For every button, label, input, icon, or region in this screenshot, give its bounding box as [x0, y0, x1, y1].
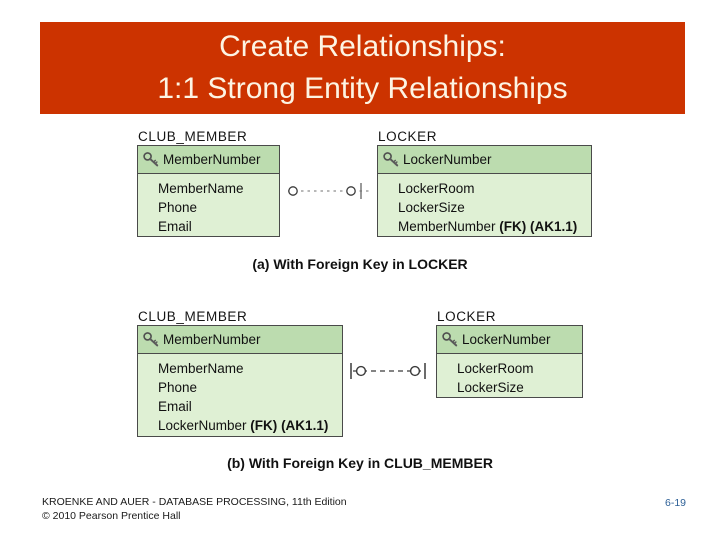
- diagram-b-caption: (b) With Foreign Key in CLUB_MEMBER: [227, 455, 493, 471]
- diagram-a-relationship-connector: [280, 180, 374, 202]
- diagram-a-right-entity-header: LockerNumber: [378, 146, 591, 174]
- diagram-a-left-entity-header: MemberNumber: [138, 146, 279, 174]
- slide-title-banner: Create Relationships: 1:1 Strong Entity …: [40, 22, 685, 114]
- diagram-b-left-entity-header: MemberNumber: [138, 326, 342, 354]
- diagram-a-caption: (a) With Foreign Key in LOCKER: [252, 256, 468, 272]
- diagram-a-left-entity-primary-key: MemberNumber: [163, 152, 261, 167]
- attribute-row: Email: [158, 399, 192, 414]
- attribute-row: MemberName: [158, 361, 244, 376]
- diagram-b-left-entity-attributes: MemberName Phone Email LockerNumber (FK)…: [138, 354, 342, 441]
- diagram-a-entity-locker: LockerNumber LockerRoom LockerSize Membe…: [377, 145, 592, 237]
- attribute-row: MemberNumber (FK) (AK1.1): [398, 219, 578, 234]
- slide-title-line-1: Create Relationships:: [219, 30, 506, 63]
- figure-area: CLUB_MEMBER MemberNumber MemberName Phon…: [0, 118, 720, 483]
- diagram-a-right-entity-label: LOCKER: [378, 129, 438, 144]
- footer-credit-line-2: © 2010 Pearson Prentice Hall: [42, 510, 181, 522]
- diagram-b-right-entity-header: LockerNumber: [437, 326, 582, 354]
- slide-footer: KROENKE AND AUER - DATABASE PROCESSING, …: [0, 492, 720, 540]
- attribute-row: LockerRoom: [398, 181, 475, 196]
- key-icon: [143, 152, 160, 167]
- slide-title-line-2: 1:1 Strong Entity Relationships: [157, 72, 568, 105]
- diagram-a-left-entity-label: CLUB_MEMBER: [138, 129, 248, 144]
- diagram-b-entity-locker: LockerNumber LockerRoom LockerSize: [436, 325, 583, 398]
- diagram-b-right-entity-label: LOCKER: [437, 309, 497, 324]
- attribute-row: LockerNumber (FK) (AK1.1): [158, 418, 329, 433]
- key-icon: [442, 332, 459, 347]
- diagram-b: CLUB_MEMBER MemberNumber MemberName Phon…: [0, 298, 720, 483]
- diagram-b-left-entity-label: CLUB_MEMBER: [138, 309, 248, 324]
- diagram-b-relationship-connector: [343, 360, 433, 382]
- attribute-row: LockerRoom: [457, 361, 534, 376]
- diagram-a: CLUB_MEMBER MemberNumber MemberName Phon…: [0, 118, 720, 278]
- diagram-b-entity-club-member: MemberNumber MemberName Phone Email Lock…: [137, 325, 343, 437]
- diagram-a-left-entity-attributes: MemberName Phone Email: [138, 174, 279, 242]
- footer-credit-line-1: KROENKE AND AUER - DATABASE PROCESSING, …: [42, 496, 347, 508]
- diagram-b-right-entity-attributes: LockerRoom LockerSize: [437, 354, 582, 403]
- footer-page-number: 6-19: [664, 497, 686, 509]
- diagram-b-left-entity-primary-key: MemberNumber: [163, 332, 261, 347]
- key-icon: [143, 332, 160, 347]
- diagram-a-entity-club-member: MemberNumber MemberName Phone Email: [137, 145, 280, 237]
- key-icon: [383, 152, 400, 167]
- attribute-row: Phone: [158, 380, 198, 395]
- attribute-row: LockerSize: [457, 380, 524, 395]
- attribute-row: Phone: [158, 200, 198, 215]
- diagram-a-right-entity-primary-key: LockerNumber: [403, 152, 492, 167]
- diagram-b-right-entity-primary-key: LockerNumber: [462, 332, 551, 347]
- attribute-row: LockerSize: [398, 200, 465, 215]
- attribute-row: MemberName: [158, 181, 244, 196]
- attribute-row: Email: [158, 219, 192, 234]
- diagram-a-right-entity-attributes: LockerRoom LockerSize MemberNumber (FK) …: [378, 174, 591, 242]
